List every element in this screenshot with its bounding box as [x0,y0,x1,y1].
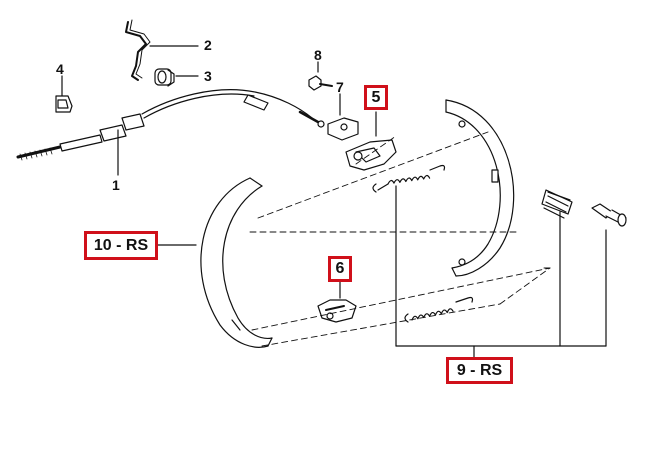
bracket-part [55,75,73,113]
dashed-assembly-lines [249,131,551,347]
hold-down-spring-part [541,189,573,219]
hold-down-pin-part [591,203,627,227]
adjuster-part [317,281,357,323]
left-brake-shoe-part [155,177,273,348]
part-label-4: 4 [56,61,64,77]
part-label-7: 7 [336,79,344,95]
part-label-8: 8 [314,47,322,63]
part-label-9-rs-highlight: 9 - RS [446,357,513,384]
lower-spring-part [404,296,474,323]
brake-cable-part [16,89,325,176]
part-label-10-rs-highlight: 10 - RS [84,231,158,260]
part-label-1: 1 [112,177,120,193]
part-label-2: 2 [204,37,212,53]
spring-kit-bracket-lines [395,185,607,361]
clip-part [125,19,199,81]
part-label-5-highlight: 5 [364,85,388,110]
grommet-part [154,68,199,87]
right-brake-shoe-part [445,99,515,277]
lever-link-part [327,93,359,141]
part-label-3: 3 [204,68,212,84]
part-label-6-highlight: 6 [328,256,352,282]
upper-spring-part [372,164,446,193]
bolt-part [308,61,333,91]
